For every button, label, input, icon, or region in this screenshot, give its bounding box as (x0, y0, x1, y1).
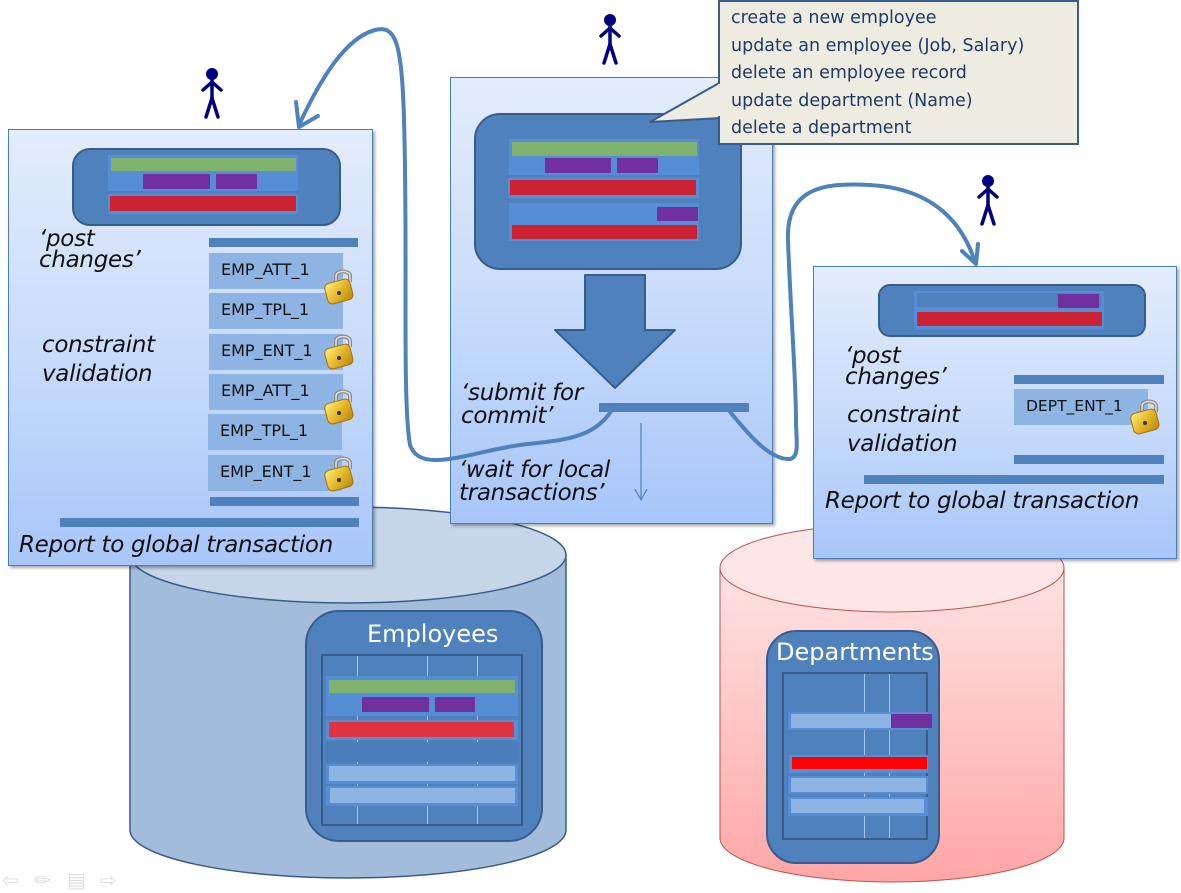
employees-table: Employees (305, 610, 543, 842)
client-form (72, 148, 341, 226)
departments-title: Departments (776, 638, 934, 666)
divider-bar (1014, 455, 1164, 464)
label-line: constraint (42, 332, 155, 358)
label-line: commit’ (461, 403, 554, 429)
record-bar (791, 799, 924, 813)
entity-row: EMP_ENT_1 (209, 334, 343, 370)
updated-field-bar (143, 174, 210, 189)
deleted-record-bar (110, 196, 296, 211)
arrow-right-icon[interactable]: ⇨ (100, 870, 117, 892)
record-bar (791, 778, 926, 792)
divider-bar (864, 475, 1164, 484)
entity-row: EMP_TPL_1 (209, 293, 343, 329)
label-line: transactions’ (459, 480, 605, 506)
callout-line: delete a department (731, 118, 912, 138)
callout-line: update an employee (Job, Salary) (731, 35, 1025, 56)
callout-line: delete an employee record (731, 63, 967, 83)
pen-icon[interactable]: ✏ (34, 870, 51, 892)
new-record-bar (512, 142, 697, 156)
updated-field-bar (891, 714, 932, 728)
record-bar (329, 766, 515, 781)
constraint-validation-label: constraint validation (42, 333, 155, 387)
employees-grid (321, 654, 523, 826)
deleted-record-bar (510, 180, 696, 195)
label-line: changes’ (845, 364, 947, 390)
callout-line: create a new employee (731, 8, 937, 28)
deleted-record-bar (792, 757, 927, 769)
constraint-validation-label: constraint validation (847, 403, 960, 457)
updated-field-bar (435, 697, 475, 712)
record-bar (330, 788, 515, 803)
label-line: constraint (847, 402, 960, 428)
grid-line (357, 656, 358, 824)
departments-table: Departments (766, 630, 940, 864)
divider-bar (209, 238, 358, 247)
entity-row: EMP_ENT_1 (208, 455, 342, 491)
wait-for-local-label: ‘wait for local transactions’ (459, 458, 610, 506)
label-line: validation (42, 361, 153, 387)
grid-line (427, 656, 428, 824)
label-line: ‘post (39, 226, 95, 252)
post-changes-label: ‘post changes’ (845, 344, 947, 390)
employees-title: Employees (367, 620, 499, 648)
divider-bar (210, 497, 359, 506)
report-label: Report to global transaction (825, 488, 1139, 514)
updated-field-bar (362, 697, 429, 712)
post-changes-label: ‘post changes’ (39, 227, 141, 273)
arrow-left-icon[interactable]: ⇦ (2, 870, 19, 892)
right-local-transaction-panel: ‘post changes’ constraint validation DEP… (813, 266, 1177, 559)
entity-row: EMP_ATT_1 (209, 253, 343, 289)
client-form (878, 284, 1146, 337)
record-bar (791, 714, 891, 728)
departments-grid (782, 672, 932, 840)
deleted-record-bar (329, 722, 514, 737)
entity-row: EMP_TPL_1 (208, 414, 342, 450)
deleted-record-bar (512, 225, 697, 239)
new-record-bar (329, 680, 515, 693)
updated-field-bar (545, 158, 611, 173)
left-local-transaction-panel: ‘post changes’ constraint validation EMP… (8, 129, 373, 566)
deleted-record-bar (917, 312, 1102, 326)
report-label: Report to global transaction (19, 532, 333, 558)
entity-row: EMP_ATT_1 (209, 374, 343, 410)
client-form (474, 113, 742, 270)
updated-field-bar (617, 158, 658, 173)
callout-seam (718, 84, 722, 116)
divider-bar (60, 518, 359, 527)
label-line: validation (847, 431, 958, 457)
label-line: changes’ (39, 247, 141, 273)
menu-icon[interactable]: ▤ (67, 870, 86, 892)
new-record-bar (111, 158, 296, 171)
table-row (326, 742, 518, 762)
updated-field-bar (216, 174, 257, 189)
updated-field-bar (657, 207, 698, 221)
submit-for-commit-label: ‘submit for commit’ (461, 381, 583, 429)
callout-line: update department (Name) (731, 90, 973, 111)
operations-callout: create a new employee update an employee… (718, 0, 1079, 145)
entity-row: DEPT_ENT_1 (1014, 389, 1148, 425)
divider-bar (1014, 375, 1164, 384)
updated-field-bar (1058, 294, 1099, 308)
grid-line (477, 656, 478, 824)
